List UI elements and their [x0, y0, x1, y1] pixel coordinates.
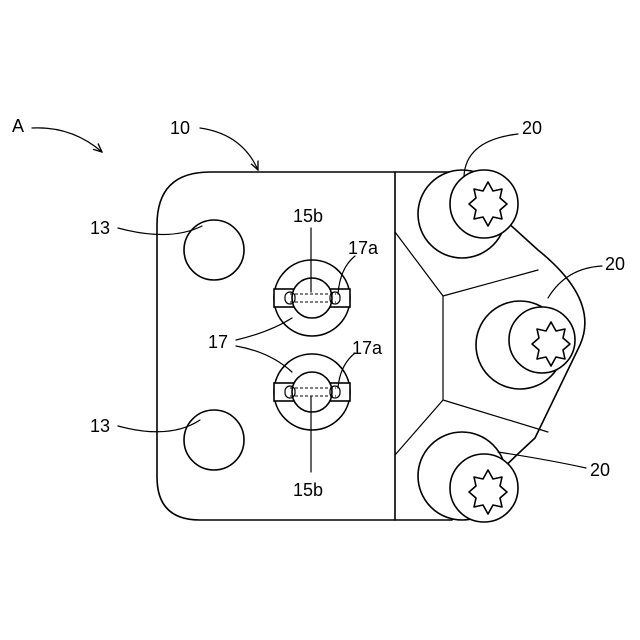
leader-17-to-lower: [236, 346, 292, 372]
leader-20-middle: [548, 266, 602, 298]
label-A: A: [12, 116, 24, 136]
label-13-lower: 13: [90, 416, 110, 436]
label-15b-upper: 15b: [293, 206, 323, 226]
label-15b-lower: 15b: [293, 480, 323, 500]
label-17: 17: [208, 332, 228, 352]
leader-13-lower: [118, 420, 200, 432]
screw-top: [418, 170, 518, 258]
leader-A: [32, 128, 102, 152]
mounting-hole-lower: [184, 410, 244, 470]
label-20-top: 20: [522, 118, 542, 138]
mounting-hole-upper: [184, 220, 244, 280]
label-17a-lower: 17a: [352, 338, 383, 358]
insert-lower: [274, 354, 350, 430]
insert-upper: [274, 260, 350, 336]
screw-bottom: [418, 432, 518, 522]
label-20-middle: 20: [605, 254, 625, 274]
label-20-bottom: 20: [590, 460, 610, 480]
label-17a-upper: 17a: [348, 238, 379, 258]
label-13-upper: 13: [90, 218, 110, 238]
label-10: 10: [170, 118, 190, 138]
leader-17-to-upper: [236, 318, 292, 340]
screw-middle: [476, 301, 575, 389]
leader-20-top: [464, 134, 518, 176]
leader-10: [200, 128, 258, 170]
